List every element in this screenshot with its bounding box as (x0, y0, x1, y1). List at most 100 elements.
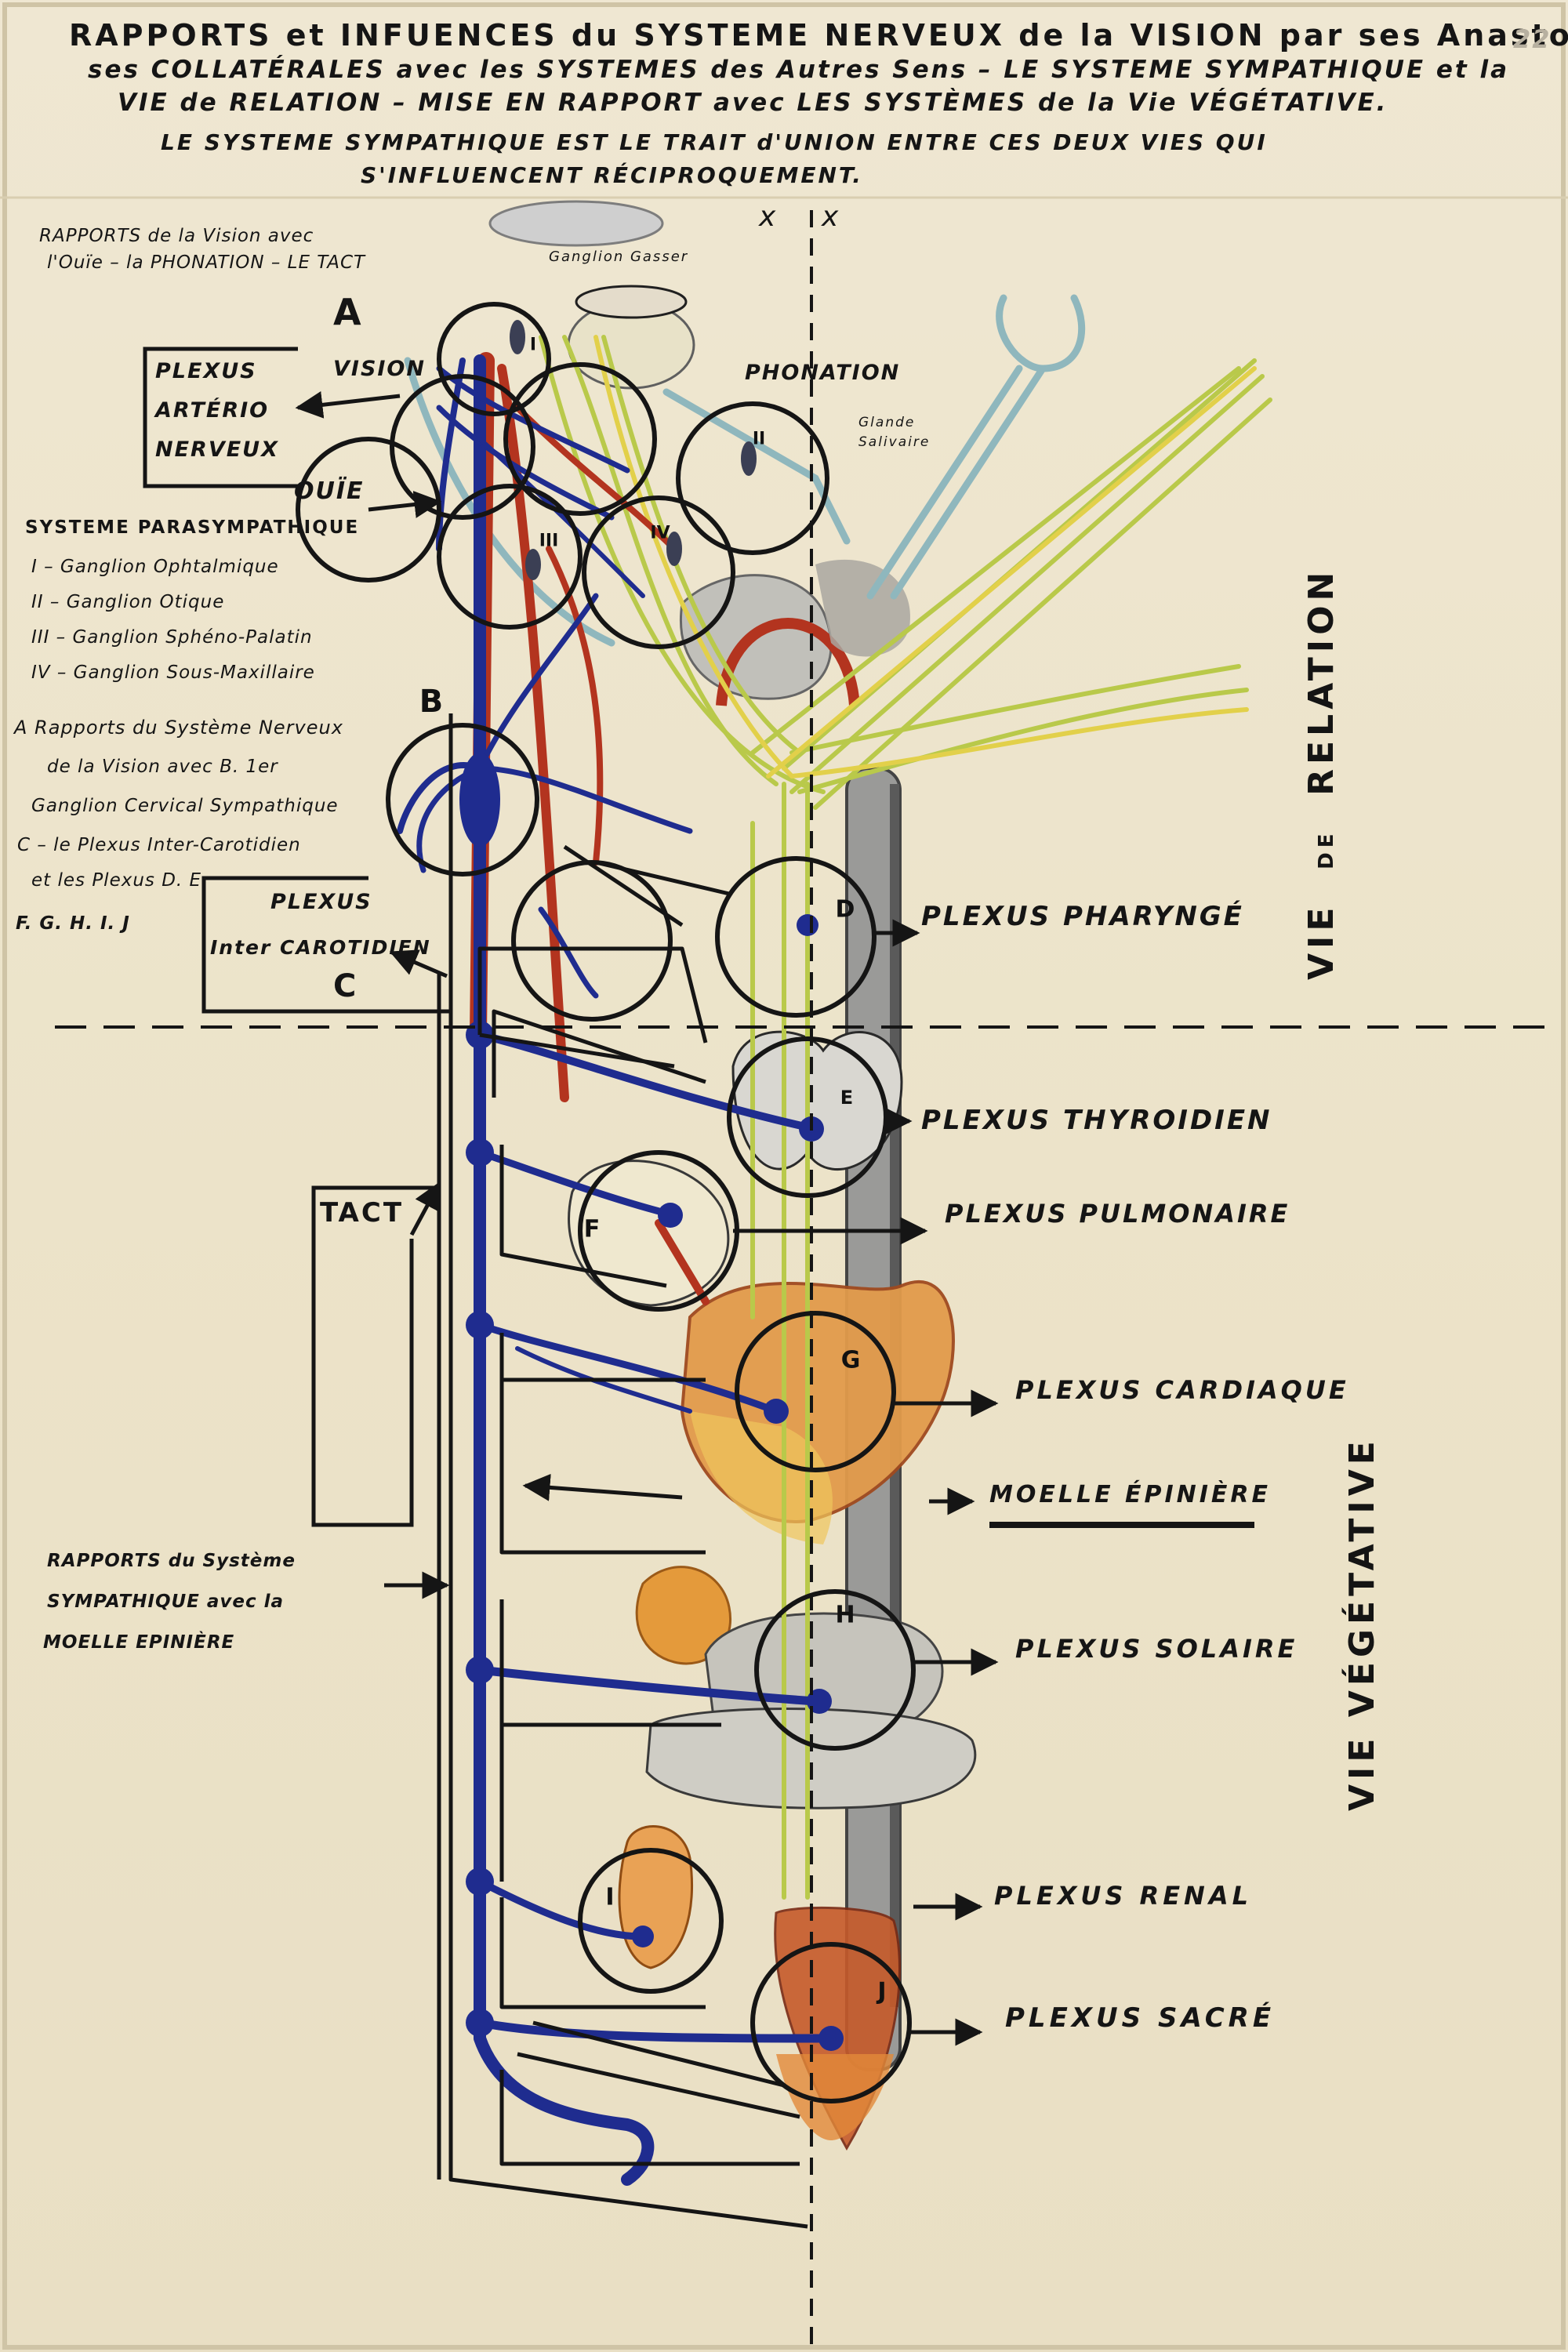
ganglion-1: I – Ganglion Ophtalmique (31, 557, 279, 577)
chain-trunk (474, 354, 655, 2186)
label-vision: VISION (333, 357, 426, 381)
de-word: DE (1315, 829, 1338, 869)
ganglion-ring (575, 285, 688, 319)
header-line-3: VIE de RELATION – MISE EN RAPPORT avec L… (118, 89, 1388, 117)
label-boxes (143, 347, 1254, 1528)
node-iv-circle (582, 495, 735, 649)
larynx-arch (716, 618, 860, 706)
node-circles (296, 302, 916, 2103)
node-central-circle (503, 362, 657, 516)
node-h-circle (754, 1589, 916, 1751)
node-letter-b: B (419, 684, 444, 720)
box-plexus-inter (201, 876, 451, 1014)
parasympathique-title: SYSTEME PARASYMPATHIQUE (25, 517, 360, 538)
label-cardiaque: PLEXUS CARDIAQUE (1015, 1375, 1349, 1405)
brain-organ (488, 200, 664, 247)
ganglion-4: IV – Ganglion Sous-Maxillaire (31, 662, 315, 683)
node-letter-j: J (877, 1977, 887, 2005)
header-line-2: ses COLLATÉRALES avec les SYSTEMES des A… (88, 56, 1510, 84)
axis-mark-left: x (759, 201, 778, 233)
label-renal: PLEXUS RENAL (994, 1881, 1252, 1911)
label-tact: TACT (320, 1197, 405, 1229)
ganglion-2: II – Ganglion Otique (31, 592, 225, 612)
header-line-4: LE SYSTEME SYMPATHIQUE EST LE TRAIT d'UN… (161, 129, 1268, 155)
box-tact (311, 1185, 439, 1527)
node-letter-g: G (840, 1346, 861, 1374)
roman-mark-4: IV (650, 523, 670, 543)
corner-mark: 22 (1513, 24, 1552, 54)
node-vision-circle-2 (390, 374, 535, 520)
kidney-organ (618, 1825, 693, 1969)
rapports-sympathique-3: MOELLE EPINIÈRE (43, 1632, 235, 1653)
ganglia-nodes (459, 753, 844, 2051)
thyroid-organ (731, 1030, 903, 1171)
roman-mark-3: III (539, 531, 559, 551)
plexus-arterio-3: NERVEUX (155, 437, 279, 462)
letter-a: A (333, 291, 365, 333)
node-c-circle (511, 860, 673, 1022)
label-pulmonaire: PLEXUS PULMONAIRE (945, 1199, 1290, 1229)
plexus-inter-1: PLEXUS (270, 890, 372, 914)
box-plexus-arterio (143, 347, 298, 488)
node-b-circle (386, 723, 539, 877)
legend-line-3: Ganglion Cervical Sympathique (31, 796, 339, 816)
node-d-circle (715, 856, 877, 1018)
vie-vegetative-text: VIE VÉGÉTATIVE (1342, 1436, 1382, 1811)
arrow-tact (409, 1181, 441, 1236)
legend-line-1: A Rapports du Système Nerveux (14, 717, 343, 739)
note-rapports-vision-2: l'Ouïe – la PHONATION – LE TACT (47, 252, 366, 273)
label-pharynge: PLEXUS PHARYNGÉ (921, 901, 1244, 932)
roman-mark-2: II (752, 429, 766, 449)
note-rapports-vision-1: RAPPORTS de la Vision avec (39, 226, 314, 246)
label-moelle: MOELLE ÉPINIÈRE (989, 1481, 1272, 1508)
node-letter-h: H (835, 1601, 855, 1629)
ganglion-3: III – Ganglion Sphéno-Palatin (31, 627, 313, 648)
header-line-5: S'INFLUENCENT RÉCIPROQUEMENT. (361, 162, 863, 188)
arrow-ouie (368, 491, 442, 518)
legend-line-6: F. G. H. I. J (16, 913, 130, 934)
label-solaire: PLEXUS SOLAIRE (1015, 1634, 1298, 1664)
arrow-inter-carotidien (389, 949, 448, 978)
node-iii-circle (437, 484, 583, 630)
label-arrows (295, 391, 999, 2046)
vie-word: VIE (1301, 902, 1341, 980)
header-line-1: RAPPORTS et INFUENCES du SYSTEME NERVEUX… (69, 18, 1568, 53)
axis-mark-right: x (822, 201, 840, 233)
label-glande-1: Glande (858, 415, 916, 430)
ganglion-marks (510, 320, 757, 580)
rapports-sympathique-2: SYMPATHIQUE avec la (47, 1592, 285, 1612)
legend-line-2: de la Vision avec B. 1er (47, 757, 278, 777)
roman-mark-1: I (529, 335, 537, 355)
plexus-inter-3: C (333, 968, 361, 1004)
arrow-moelle-left (522, 1473, 683, 1501)
heart-lower-organ (690, 1411, 833, 1544)
sympathetic-chain (397, 354, 836, 2186)
node-letter-i: I (605, 1883, 615, 1911)
legend-line-5: et les Plexus D. E (31, 870, 202, 891)
node-phonation-circle (676, 401, 829, 555)
arrow-plexus-arterio (295, 391, 401, 419)
node-letter-f: F (583, 1215, 601, 1243)
cyan-vessels (404, 294, 1086, 647)
node-letter-e: E (840, 1087, 854, 1109)
node-g-circle (735, 1311, 896, 1472)
label-glande-2: Salivaire (858, 434, 931, 450)
label-ganglion: Ganglion Gasser (549, 249, 689, 265)
sacrum-organ (776, 2054, 894, 2140)
rapports-sympathique-1: RAPPORTS du Système (47, 1551, 296, 1571)
plexus-arterio-1: PLEXUS (155, 359, 257, 383)
node-j-circle (750, 1942, 912, 2103)
node-a-vision-circle (437, 302, 551, 416)
palate-organ (815, 559, 910, 657)
legend-line-4: C – le Plexus Inter-Carotidien (17, 835, 301, 855)
plexus-arterio-2: ARTÉRIO (155, 398, 270, 423)
label-ouie: OUÏE (294, 477, 365, 505)
label-sacre: PLEXUS SACRÉ (1005, 2002, 1276, 2034)
plexus-inter-2: Inter CAROTIDIEN (210, 936, 431, 959)
label-phonation: PHONATION (745, 361, 901, 385)
yellow-nerves (593, 335, 1257, 779)
relation-word: RELATION (1301, 567, 1341, 796)
